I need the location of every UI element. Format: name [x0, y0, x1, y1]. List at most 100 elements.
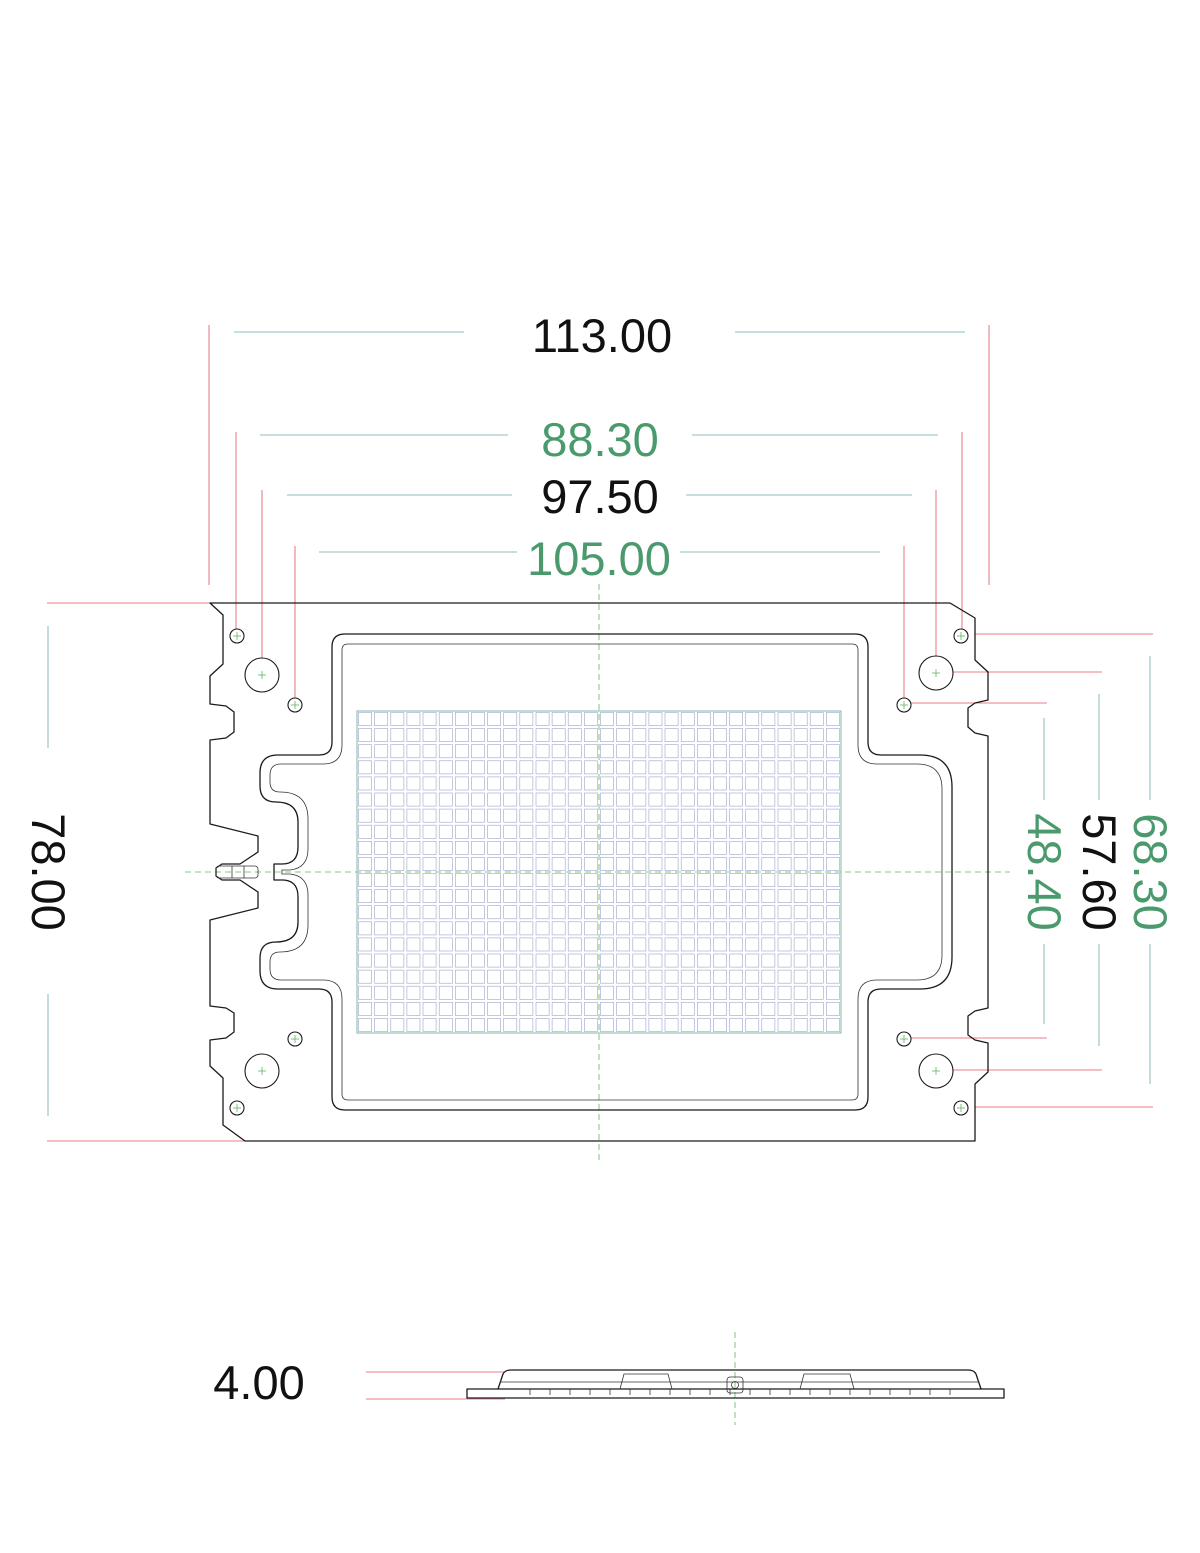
grid-cell — [535, 1001, 550, 1016]
grid-cell — [584, 985, 598, 1000]
grid-cell — [438, 1018, 453, 1032]
grid-cell — [567, 840, 582, 855]
grid-cell — [632, 1001, 647, 1016]
grid-cell — [777, 1001, 792, 1016]
grid-cell — [826, 857, 840, 871]
grid-cell — [567, 1018, 582, 1032]
grid-cell — [696, 873, 711, 887]
grid-cell — [374, 840, 389, 855]
grid-cell — [374, 760, 389, 775]
grid-cell — [696, 808, 711, 823]
grid-cell — [422, 808, 437, 823]
grid-cell — [519, 873, 534, 887]
grid-cell — [745, 873, 760, 887]
grid-cell — [535, 905, 550, 920]
grid-cell — [358, 889, 372, 903]
grid-cell — [745, 1018, 760, 1032]
grid-cell — [390, 1018, 405, 1032]
grid-cell — [471, 1001, 485, 1016]
grid-cell — [471, 905, 485, 920]
grid-cell — [487, 776, 502, 791]
grid-cell — [777, 776, 792, 791]
grid-cell — [503, 873, 518, 887]
grid-cell — [761, 905, 776, 920]
grid-cell — [616, 889, 630, 903]
grid-cell — [454, 857, 469, 871]
grid-cell — [664, 840, 679, 855]
grid-cell — [358, 840, 372, 855]
grid-cell — [632, 760, 647, 775]
grid-cell — [680, 744, 695, 759]
grid-cell — [374, 824, 389, 839]
grid-cell — [374, 728, 389, 742]
grid-cell — [358, 808, 372, 823]
grid-cell — [761, 776, 776, 791]
grid-cell — [503, 969, 518, 984]
grid-cell — [713, 824, 727, 839]
grid-cell — [438, 873, 453, 887]
grid-cell — [551, 985, 566, 1000]
grid-cell — [826, 1018, 840, 1032]
grid-cell — [745, 905, 760, 920]
grid-cell — [632, 937, 647, 952]
grid-cell — [809, 889, 824, 903]
grid-cell — [729, 1001, 743, 1016]
grid-cell — [519, 840, 534, 855]
grid-cell — [616, 1018, 630, 1032]
grid-cell — [777, 808, 792, 823]
grid-cell — [374, 744, 389, 759]
grid-cell — [777, 857, 792, 871]
grid-cell — [664, 792, 679, 807]
grid-cell — [696, 776, 711, 791]
grid-cell — [358, 728, 372, 742]
grid-cell — [438, 889, 453, 903]
grid-cell — [680, 1018, 695, 1032]
grid-cell — [809, 1018, 824, 1032]
grid-cell — [713, 921, 727, 936]
grid-cell — [745, 712, 760, 726]
grid-cell — [632, 824, 647, 839]
grid-cell — [454, 1001, 469, 1016]
side-view-connector — [726, 1376, 744, 1394]
grid-cell — [632, 905, 647, 920]
grid-cell — [358, 937, 372, 952]
grid-cell — [632, 873, 647, 887]
grid-cell — [600, 889, 614, 903]
grid-cell — [519, 728, 534, 742]
grid-cell — [761, 840, 776, 855]
grid-cell — [761, 728, 776, 742]
grid-cell — [600, 1001, 614, 1016]
grid-cell — [793, 921, 808, 936]
grid-cell — [454, 921, 469, 936]
dim-vertical-green-outer: 68.30 — [1124, 813, 1177, 931]
dim-hole-span-green-outer: 105.00 — [527, 532, 671, 585]
grid-cell — [809, 985, 824, 1000]
grid-cell — [584, 889, 598, 903]
grid-cell — [519, 953, 534, 968]
grid-cell — [535, 921, 550, 936]
grid-cell — [374, 792, 389, 807]
grid-cell — [664, 776, 679, 791]
grid-cell — [567, 857, 582, 871]
grid-cell — [826, 712, 840, 726]
grid-cell — [826, 728, 840, 742]
grid-cell — [406, 728, 421, 742]
grid-cell — [390, 969, 405, 984]
grid-cell — [503, 857, 518, 871]
grid-cell — [777, 728, 792, 742]
grid-cell — [696, 953, 711, 968]
grid-cell — [503, 728, 518, 742]
grid-cell — [551, 953, 566, 968]
grid-cell — [680, 840, 695, 855]
grid-cell — [406, 792, 421, 807]
grid-cell — [648, 953, 663, 968]
grid-cell — [390, 824, 405, 839]
grid-cell — [793, 953, 808, 968]
grid-cell — [632, 857, 647, 871]
grid-cell — [390, 889, 405, 903]
grid-cell — [487, 937, 502, 952]
grid-cell — [761, 937, 776, 952]
grid-cell — [487, 744, 502, 759]
grid-cell — [584, 840, 598, 855]
grid-cell — [729, 905, 743, 920]
